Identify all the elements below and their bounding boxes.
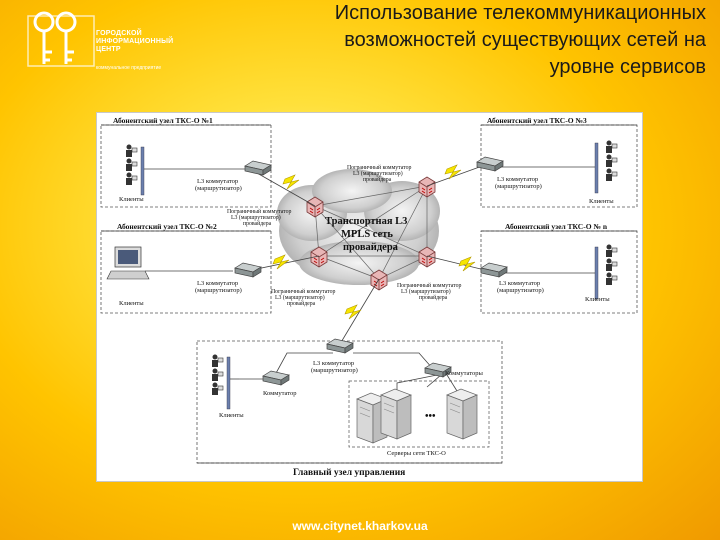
main-node-box <box>196 340 503 464</box>
edge-left-label-1: Пограничный коммутатор <box>227 208 292 215</box>
wireless-link-2-icon <box>272 254 290 270</box>
edge-bl-label-1: Пограничный коммутатор <box>271 288 336 295</box>
node2-switch-icon <box>234 262 262 278</box>
noden-clients-label: Клиенты <box>585 296 610 303</box>
logo-line-2: ИНФОРМАЦИОННЫЙ <box>96 38 174 45</box>
node2: L3 коммутатор (маршрутизатор) Клиенты <box>106 246 262 307</box>
noden: L3 коммутатор (маршрутизатор) Клиенты <box>480 244 618 303</box>
edge-bl-label-2: L3 (маршрутизатор) <box>275 294 325 301</box>
transport-cloud <box>277 169 440 285</box>
network-diagram: Абонентский узел ТКС-О №1 Абонентский уз… <box>96 112 643 482</box>
title-line-2: возможностей существующих сетей на <box>344 29 706 51</box>
node1-switch-label-2: (маршрутизатор) <box>195 185 242 192</box>
main-node: L3 коммутатор (маршрутизатор) Клиенты <box>211 338 490 457</box>
noden-switch-label-2: (маршрутизатор) <box>497 287 544 294</box>
server-2-icon <box>380 388 412 440</box>
noden-switch-label-1: L3 коммутатор <box>499 280 540 287</box>
node3: L3 коммутатор (маршрутизатор) Клиенты <box>476 140 618 205</box>
node3-title: Абонентский узел ТКС-О №3 <box>487 116 587 125</box>
main-switches-label: Коммутаторы <box>445 370 484 377</box>
main-clients-label: Клиенты <box>219 412 244 419</box>
page-title: Использование телекоммуникационных возмо… <box>236 0 706 81</box>
cloud-label-1: Транспортная L3 <box>325 216 407 227</box>
node1-switch-label-1: L3 коммутатор <box>197 178 238 185</box>
main-switch-label: Коммутатор <box>263 390 297 397</box>
servers-label: Серверы сети ТКС-О <box>387 450 446 457</box>
edge-top-label-3: провайдера <box>363 176 392 183</box>
edge-left-label-2: L3 (маршрутизатор) <box>231 214 281 221</box>
logo-line-1: ГОРОДСКОЙ <box>96 30 142 37</box>
title-line-3: уровне сервисов <box>549 56 706 78</box>
noden-title: Абонентский узел ТКС-О № n <box>505 222 608 231</box>
node1-title: Абонентский узел ТКС-О №1 <box>113 116 213 125</box>
edge-top-label-1: Пограничный коммутатор <box>347 164 412 171</box>
edge-br-label-3: провайдера <box>419 294 448 301</box>
node3-box <box>480 124 638 208</box>
main-title: Главный узел управления <box>293 467 405 478</box>
server-3-icon <box>446 388 478 440</box>
servers-more-dots: ••• <box>425 411 436 422</box>
main-switch-icon <box>262 370 290 386</box>
node2-switch-label-1: L3 коммутатор <box>197 280 238 287</box>
node2-clients-label: Клиенты <box>119 300 144 307</box>
main-l3-label-1: L3 коммутатор <box>313 360 354 367</box>
wireless-link-1-icon <box>282 174 300 190</box>
logo-subtitle: коммунальное предприятие <box>96 65 162 71</box>
noden-switch-icon <box>480 262 508 278</box>
edge-left-label-3: провайдера <box>243 220 272 227</box>
node2-title: Абонентский узел ТКС-О №2 <box>117 222 217 231</box>
footer-url[interactable]: www.citynet.kharkov.ua <box>292 519 428 533</box>
logo: ГОРОДСКОЙ ИНФОРМАЦИОННЫЙ ЦЕНТР коммуналь… <box>22 8 192 71</box>
node2-switch-label-2: (маршрутизатор) <box>195 287 242 294</box>
logo-line-3: ЦЕНТР <box>96 46 121 53</box>
keys-logo-icon <box>27 11 95 67</box>
node1: L3 коммутатор (маршрутизатор) Клиенты <box>119 144 272 203</box>
node3-switch-label-2: (маршрутизатор) <box>495 183 542 190</box>
edge-br-label-2: L3 (маршрутизатор) <box>401 288 451 295</box>
title-line-1: Использование телекоммуникационных <box>334 2 706 24</box>
edge-br-label-1: Пограничный коммутатор <box>397 282 462 289</box>
node3-switch-label-1: L3 коммутатор <box>497 176 538 183</box>
edge-top-label-2: L3 (маршрутизатор) <box>353 170 403 177</box>
wireless-link-n-icon <box>458 256 476 272</box>
node1-clients-label: Клиенты <box>119 196 144 203</box>
node1-switch-icon <box>244 160 272 176</box>
main-l3-label-2: (маршрутизатор) <box>311 367 358 374</box>
node3-clients-label: Клиенты <box>589 198 614 205</box>
edge-bl-label-3: провайдера <box>287 300 316 307</box>
cloud-label-3: провайдера <box>343 242 399 253</box>
wireless-link-main-icon <box>344 304 362 320</box>
cloud-label-2: MPLS сеть <box>341 229 393 240</box>
